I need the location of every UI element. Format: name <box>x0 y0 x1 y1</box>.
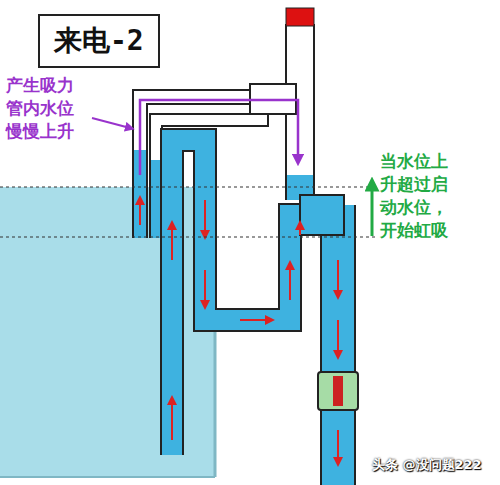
rise-arrow <box>371 184 374 236</box>
suction-arrow <box>140 100 298 175</box>
watermark: 头条 @没问题222 <box>372 456 482 474</box>
flow-arrows <box>140 200 338 462</box>
pipe-cap <box>286 8 314 26</box>
valve <box>318 372 358 410</box>
valve-handle <box>333 376 343 406</box>
water-level-line <box>0 186 378 187</box>
tank-bottom <box>0 476 215 478</box>
tube-water <box>151 160 161 238</box>
title-box: 来电-2 <box>38 14 160 68</box>
leader-line <box>92 118 130 128</box>
annotation-text: 当水位上 升超过启 动水位， 开始虹吸 <box>380 150 453 242</box>
drain-pipe <box>320 205 356 485</box>
drain-pipe <box>322 205 354 485</box>
tee-joint <box>300 195 344 235</box>
annotation-text: 产生吸力 管内水位 慢慢上升 <box>6 74 79 143</box>
start-level-line <box>0 236 378 237</box>
